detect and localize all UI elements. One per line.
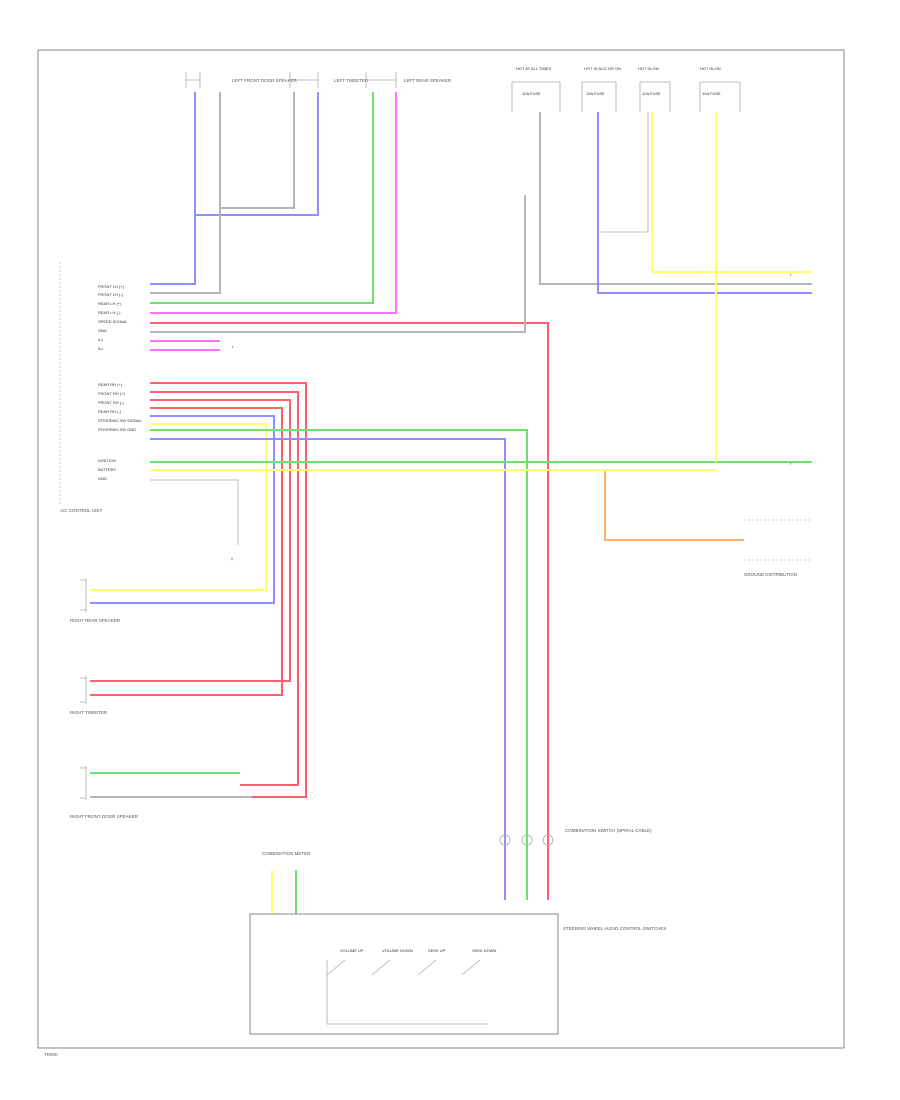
wire-red-rr1 <box>150 382 307 798</box>
pin-label: IGNITION <box>98 458 116 463</box>
pin-label: ILL <box>98 337 104 342</box>
wire-fuse-b <box>597 112 812 294</box>
fuse-label: HOT AT ALL TIMES <box>516 66 551 71</box>
wire-red-rf1 <box>90 399 291 682</box>
spiral-cable-connector: COMBINATION SWITCH (SPIRAL CABLE) <box>499 828 652 846</box>
ground-point-box <box>744 519 812 561</box>
svg-text:SEEK DOWN: SEEK DOWN <box>472 948 497 953</box>
wire-red-rf2 <box>90 407 283 696</box>
fuse-box-group: HOT AT ALL TIMES 10A FUSE HOT IN ACC OR … <box>511 66 741 112</box>
pin-label: BATTERY <box>98 467 116 472</box>
edge-tag: ▪ <box>790 461 792 466</box>
wire-fuse-c <box>651 112 812 273</box>
left-front-speaker-label: LEFT FRONT DOOR SPEAKER <box>232 78 298 83</box>
svg-text:VOLUME UP: VOLUME UP <box>340 948 364 953</box>
wire-gray-gnd <box>150 195 526 333</box>
pin-label: REAR LH (+) <box>98 301 122 306</box>
pin-label: REAR RH (-) <box>98 409 122 414</box>
steering-switch-label: STEERING WHEEL AUDIO CONTROL SWITCHES <box>563 926 666 931</box>
right-tweeter: RIGHT TWEETER <box>70 676 108 715</box>
wire-gnd-down <box>150 479 239 545</box>
left-tweeter-label: LEFT TWEETER <box>334 78 369 83</box>
control-unit-pin-block: A/C CONTROL UNIT FRONT LH (+) FRONT LH (… <box>59 262 143 513</box>
right-front-speaker: RIGHT FRONT DOOR SPEAKER <box>70 766 139 819</box>
pin-label: STEERING SW GND <box>98 427 136 432</box>
pin-label: STEERING SW SIGNAL <box>98 418 143 423</box>
fuse-sub: 10A FUSE <box>702 91 721 96</box>
svg-text:RIGHT REAR SPEAKER: RIGHT REAR SPEAKER <box>70 618 121 623</box>
switch-contacts: VOLUME UP VOLUME DOWN SEEK UP SEEK DOWN <box>326 948 497 1025</box>
ground-point-label: GROUND DISTRIBUTION <box>744 572 797 577</box>
diagram-frame <box>37 49 845 1049</box>
wire-green-lr <box>150 92 374 304</box>
svg-text:VOLUME DOWN: VOLUME DOWN <box>382 948 413 953</box>
wire-red-speed <box>150 322 549 900</box>
fuse-sub: 10A FUSE <box>642 91 661 96</box>
wire-red-rr2 <box>150 391 299 786</box>
wire-fuse-a-gray <box>539 112 812 285</box>
fuse-label: HOT IN ACC OR ON <box>584 66 621 71</box>
svg-text:SEEK UP: SEEK UP <box>428 948 446 953</box>
pin-label: REAR RH (+) <box>98 382 123 387</box>
fuse-sub: 10A FUSE <box>522 91 541 96</box>
ill-connector-label: ▪ <box>232 344 234 349</box>
wire-blue-rr <box>90 415 275 604</box>
pin-label: ILL <box>98 346 104 351</box>
ground-label: ⏚ <box>230 555 234 561</box>
wire-green-steer <box>150 429 528 900</box>
fuse-label: HOT IN ON <box>638 66 659 71</box>
pin-label: FRONT RH (-) <box>98 400 124 405</box>
steering-switch-box <box>249 913 559 1035</box>
page-code: TR000 <box>44 1052 58 1057</box>
pin-label: SPEED SIGNAL <box>98 319 128 324</box>
wire-blue-steer <box>150 438 506 900</box>
wire-blue-lf <box>150 92 319 285</box>
wire-fuse-a <box>539 112 812 285</box>
fuse-sub: 15A FUSE <box>586 91 605 96</box>
svg-text:RIGHT TWEETER: RIGHT TWEETER <box>70 710 108 715</box>
wire-yellow-rr <box>90 423 267 591</box>
pin-label: GND <box>98 476 107 481</box>
wire-magenta-lr <box>150 92 397 314</box>
pin-label: GND <box>98 328 107 333</box>
edge-tag: ▪ <box>790 272 792 277</box>
svg-text:RIGHT FRONT DOOR SPEAKER: RIGHT FRONT DOOR SPEAKER <box>70 814 139 819</box>
wire-gray-lf <box>150 92 295 294</box>
pin-label: FRONT LH (+) <box>98 284 125 289</box>
fuse-label: HOT IN ON <box>700 66 721 71</box>
left-rear-speaker-label: LEFT REAR SPEAKER <box>404 78 452 83</box>
right-rear-speaker: RIGHT REAR SPEAKER <box>70 578 121 623</box>
top-speaker-group: LEFT FRONT DOOR SPEAKER LEFT TWEETER LEF… <box>185 72 452 88</box>
wire-orange-batt <box>150 469 744 541</box>
control-unit-label: A/C CONTROL UNIT <box>60 508 103 513</box>
pin-label: FRONT LH (-) <box>98 292 124 297</box>
wire-fuse-b2 <box>598 112 649 233</box>
spiral-cable-label: COMBINATION SWITCH (SPIRAL CABLE) <box>565 828 652 833</box>
pin-label: FRONT RH (+) <box>98 391 125 396</box>
pin-label: REAR LH (-) <box>98 310 121 315</box>
combination-meter-label: COMBINATION METER <box>262 851 311 856</box>
